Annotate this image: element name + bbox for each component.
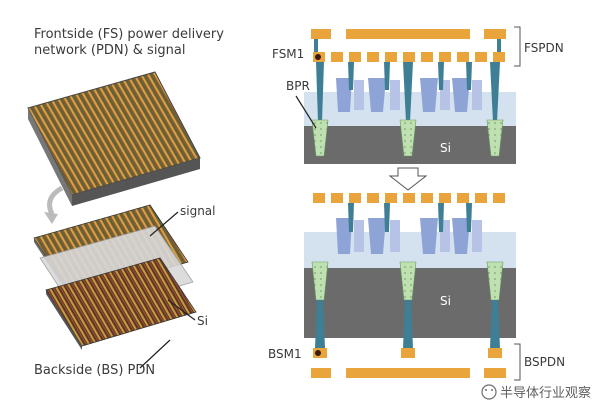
bspdn-label: BSPDN	[524, 355, 565, 369]
bspdn-bracket	[514, 343, 521, 381]
transition-arrow-icon	[388, 167, 428, 191]
fspdn-bracket	[514, 26, 521, 67]
backside-pdn-layer	[45, 257, 197, 350]
watermark-text: 半导体行业观察	[500, 386, 591, 401]
fspdn-cross-section	[304, 29, 516, 164]
wechat-icon	[481, 384, 497, 400]
backside-pointer	[139, 339, 171, 369]
left-title-line1: Frontside (FS) power delivery	[34, 27, 224, 42]
frontside-chip-block	[27, 71, 201, 206]
backside-label: Backside (BS) PDN	[34, 363, 155, 378]
si-label-left: Si	[197, 314, 208, 328]
bpr-pointer	[295, 95, 317, 129]
si-top-label: Si	[440, 141, 451, 155]
signal-label: signal	[180, 204, 216, 218]
si-bottom-label: Si	[440, 294, 451, 308]
fspdn-label: FSPDN	[524, 41, 564, 55]
si-pointer	[167, 299, 196, 321]
flip-arrow-icon	[44, 185, 64, 224]
fsm1-label: FSM1	[272, 47, 304, 61]
bpr-label: BPR	[286, 79, 310, 93]
signal-pointer	[149, 211, 179, 237]
bspdn-cross-section	[304, 193, 516, 378]
left-title-line2: network (PDN) & signal	[34, 43, 186, 58]
fsm1-marker	[315, 54, 321, 60]
bsm1-label: BSM1	[268, 347, 302, 361]
watermark: 半导体行业观察	[481, 384, 591, 401]
bsm1-marker	[315, 350, 321, 356]
